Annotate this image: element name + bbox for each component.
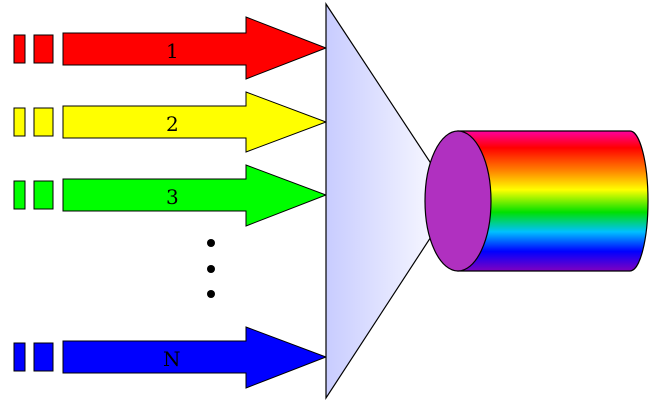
arrow-shape: [62, 326, 328, 389]
arrow-shape: [62, 91, 328, 153]
channel-label: 1: [166, 39, 179, 63]
dash-segment-small: [13, 180, 26, 210]
ellipsis-dot: [207, 239, 215, 247]
channel-arrow-n: N: [13, 326, 328, 389]
output-fiber-cylinder: [424, 130, 649, 272]
cylinder-end-cap: [424, 130, 492, 272]
multiplexer-prism: [325, 1, 456, 401]
dash-segment-small: [13, 107, 26, 137]
dash-segment-medium: [33, 342, 54, 372]
channel-arrow-3: 3: [13, 164, 328, 227]
arrow-shape: [62, 164, 328, 227]
ellipsis-dot: [207, 265, 215, 273]
ellipsis-dot: [207, 290, 215, 298]
channel-label: N: [163, 347, 181, 371]
dash-segment-medium: [33, 34, 54, 64]
dash-segment-medium: [33, 107, 54, 137]
channel-arrow-1: 1: [13, 16, 328, 80]
vertical-ellipsis: [207, 239, 215, 298]
dash-segment-small: [13, 342, 26, 372]
dash-segment-medium: [33, 180, 54, 210]
cylinder-body: [457, 130, 649, 272]
channel-arrow-2: 2: [13, 91, 328, 153]
dash-segment-small: [13, 34, 26, 64]
channel-label: 3: [166, 185, 179, 209]
arrow-shape: [62, 16, 328, 80]
channel-label: 2: [166, 112, 179, 136]
